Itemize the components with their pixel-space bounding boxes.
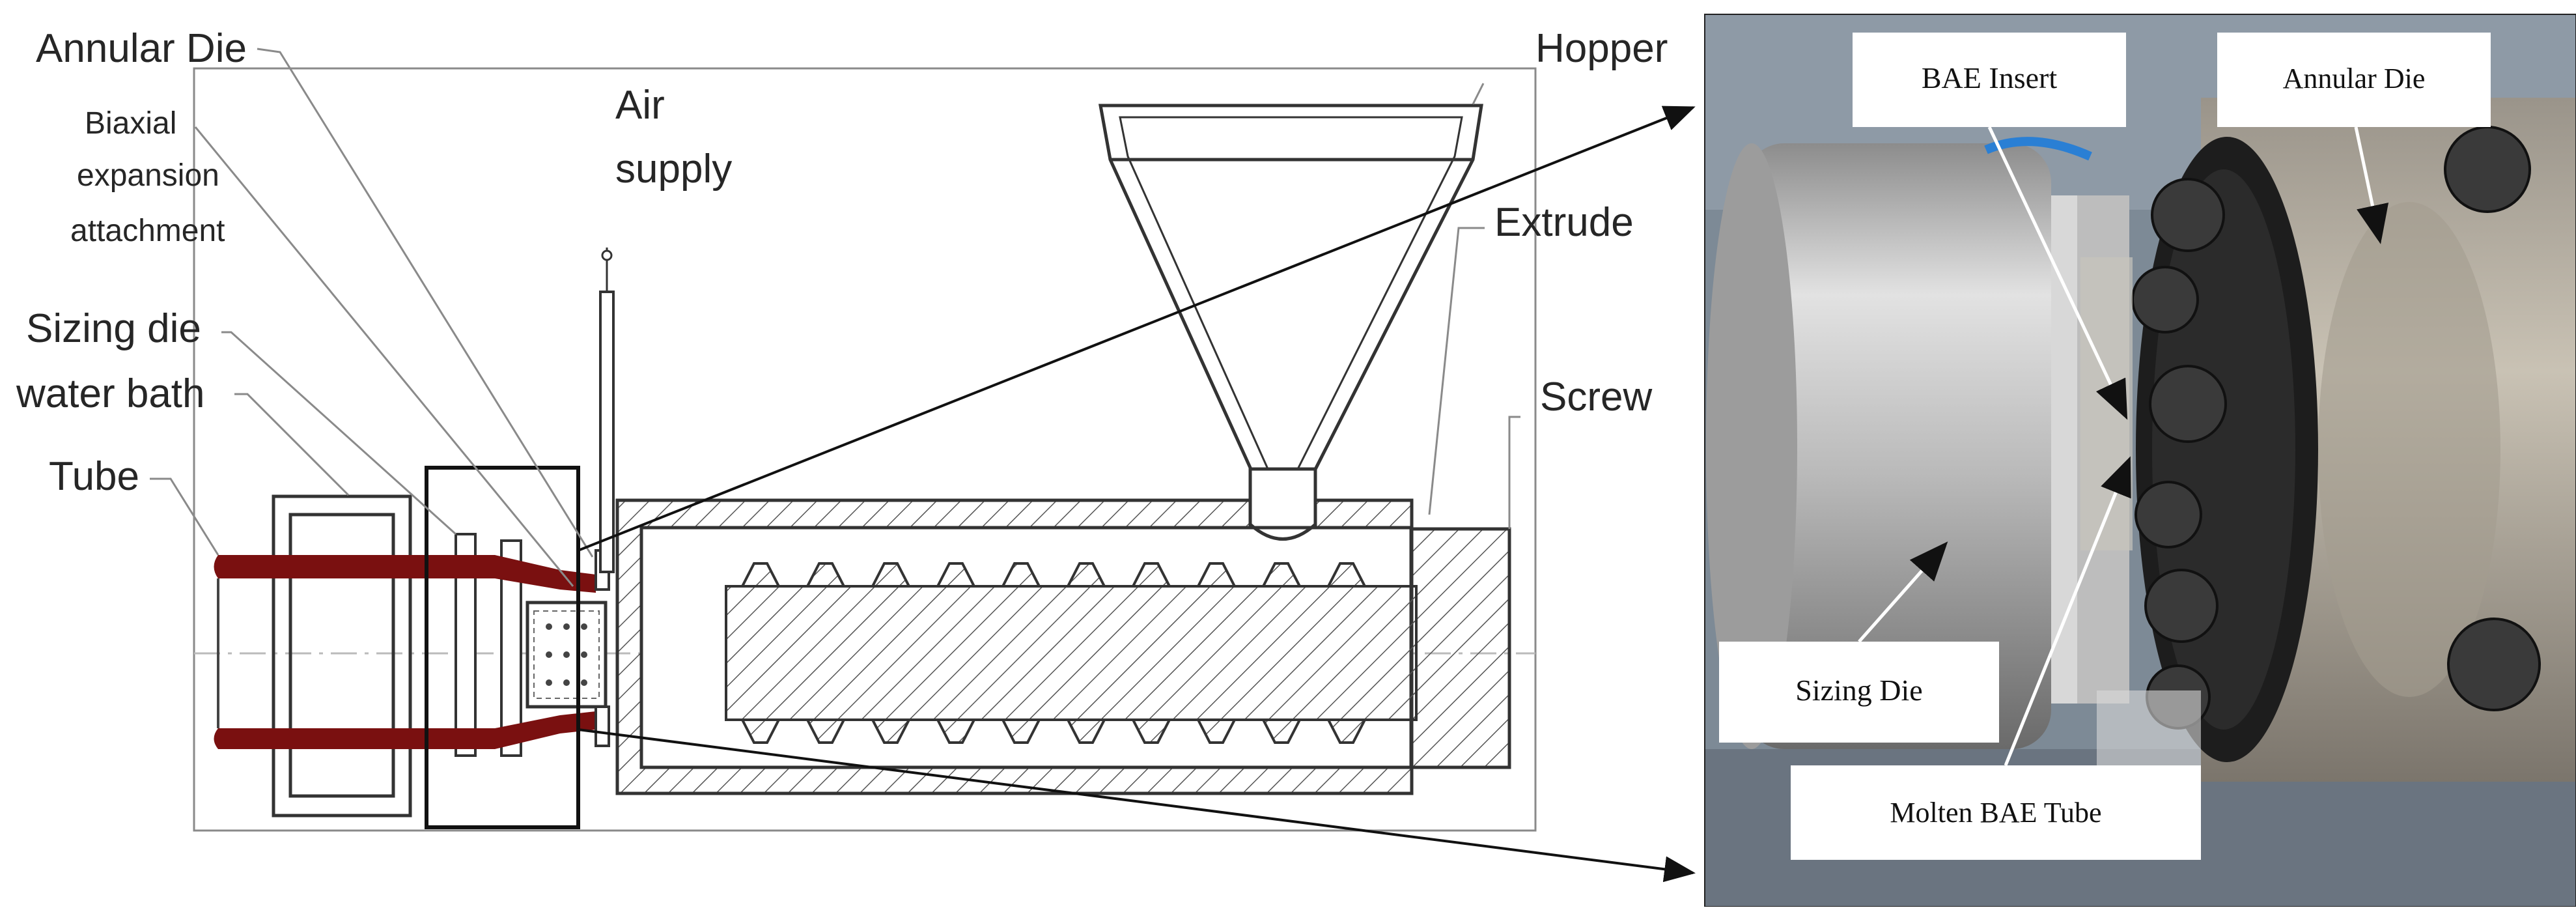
schematic-labels: Annular Die Biaxial expansion attachment… [16, 26, 1668, 499]
label-biaxial-2: expansion [77, 158, 219, 193]
label-box-annular-die [2217, 33, 2491, 127]
label-box-molten-bae-tube [1791, 765, 2201, 860]
label-box-bae-insert [1853, 33, 2126, 127]
label-hopper: Hopper [1535, 26, 1668, 71]
label-box-sizing-die [1719, 642, 1999, 743]
label-water-bath: water bath [16, 371, 205, 416]
extruder-screw [725, 562, 1418, 744]
label-annular-die: Annular Die [36, 26, 247, 71]
schematic-frame [193, 67, 1537, 832]
leader-lines [150, 48, 1520, 587]
label-bae-insert: BAE Insert [1922, 61, 2057, 94]
photo-arrows [1858, 126, 2389, 766]
hopper [1099, 104, 1483, 541]
biaxial-expansion-attachment [525, 601, 608, 709]
label-annular-die-photo: Annular Die [2283, 63, 2426, 94]
label-sizing-die: Sizing die [26, 306, 201, 351]
label-extruder: Extrude [1494, 200, 1634, 245]
tube-profile [214, 555, 596, 749]
label-air-2: supply [615, 147, 732, 192]
label-tube: Tube [49, 454, 139, 499]
photo-labels: BAE Insert Annular Die Sizing Die Molten… [1719, 33, 2491, 860]
label-screw: Screw [1540, 375, 1652, 419]
extruder-schematic: Annular Die Biaxial expansion attachment… [16, 26, 1668, 832]
detail-box [425, 466, 580, 829]
label-sizing-die-photo: Sizing Die [1795, 674, 1922, 707]
label-biaxial-3: attachment [70, 214, 225, 248]
label-biaxial-1: Biaxial [85, 106, 176, 141]
label-molten-bae-tube: Molten BAE Tube [1890, 797, 2101, 829]
water-bath [272, 494, 412, 818]
air-supply-pipe [599, 248, 615, 573]
detail-connector-arrows [578, 106, 1696, 883]
label-air-1: Air [615, 83, 665, 128]
die-assembly-photo: BAE Insert Annular Die Sizing Die Molten… [1704, 14, 2576, 907]
